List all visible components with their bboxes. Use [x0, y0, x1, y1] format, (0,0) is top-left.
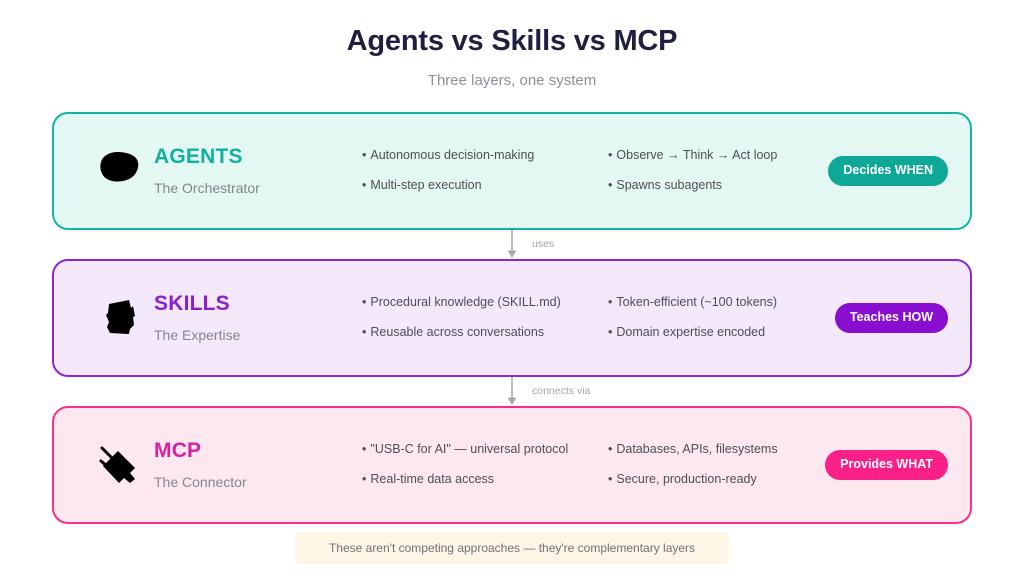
- bullet-item: •Spawns subagents: [608, 177, 818, 194]
- bullet-text: Databases, APIs, filesystems: [616, 442, 778, 457]
- status-badge-mcp[interactable]: Provides WHAT: [825, 449, 948, 480]
- bullet-item: •Multi-step execution: [362, 177, 594, 194]
- bullet-item: •Domain expertise encoded: [608, 324, 818, 341]
- bullet-text: Reusable across conversations: [370, 325, 545, 340]
- bullet-text: Multi-step execution: [370, 178, 482, 193]
- connector-label-connects-via: connects via: [532, 385, 591, 398]
- layer-bullets-agents: •Autonomous decision-making •Multi-step …: [362, 147, 828, 194]
- layer-card-skills[interactable]: SKILLS The Expertise •Procedural knowled…: [52, 258, 972, 377]
- layer-name-mcp: MCP: [154, 439, 202, 463]
- bullet-column-left-mcp: •"USB-C for AI" — universal protocol •Re…: [362, 441, 594, 488]
- layer-name-agents: AGENTS: [154, 145, 243, 169]
- bullet-text: "USB-C for AI" — universal protocol: [370, 442, 569, 457]
- bullet-dot-icon: •: [362, 178, 367, 193]
- bullet-dot-icon: •: [362, 442, 367, 457]
- brain-icon: [94, 145, 146, 197]
- layer-titles-mcp: MCP The Connector: [154, 438, 247, 491]
- bullet-dot-icon: •: [608, 442, 613, 457]
- bullet-text: Domain expertise encoded: [616, 325, 766, 340]
- page-subtitle: Three layers, one system: [427, 71, 597, 89]
- bullet-column-left-skills: •Procedural knowledge (SKILL.md) •Reusab…: [362, 294, 594, 341]
- bullet-text: Secure, production-ready: [616, 472, 757, 487]
- bullet-text: Real-time data access: [370, 472, 495, 487]
- layer-role-skills: The Expertise: [154, 326, 241, 343]
- status-badge-skills[interactable]: Teaches HOW: [834, 302, 948, 333]
- bullet-column-left-agents: •Autonomous decision-making •Multi-step …: [362, 147, 594, 194]
- books-icon: [94, 292, 146, 344]
- bullet-item: •Token-efficient (~100 tokens): [608, 294, 818, 311]
- bullet-item: •Reusable across conversations: [362, 324, 594, 341]
- connector-label-uses: uses: [532, 238, 555, 251]
- bullet-dot-icon: •: [608, 325, 613, 340]
- layer-titles-agents: AGENTS The Orchestrator: [154, 144, 260, 197]
- layer-card-mcp[interactable]: MCP The Connector •"USB-C for AI" — univ…: [52, 405, 972, 524]
- layer-identity-mcp: MCP The Connector: [94, 438, 362, 491]
- bullet-dot-icon: •: [362, 148, 367, 163]
- bullet-item: •"USB-C for AI" — universal protocol: [362, 441, 594, 458]
- bullet-text: Observe → Think → Act loop: [616, 148, 778, 163]
- layer-titles-skills: SKILLS The Expertise: [154, 291, 240, 344]
- bullet-text: Autonomous decision-making: [370, 148, 535, 163]
- bullet-dot-icon: •: [608, 472, 613, 487]
- layer-identity-skills: SKILLS The Expertise: [94, 291, 362, 344]
- layer-card-agents[interactable]: AGENTS The Orchestrator •Autonomous deci…: [52, 111, 972, 230]
- bullet-item: •Observe → Think → Act loop: [608, 147, 818, 164]
- bullet-item: •Real-time data access: [362, 471, 594, 488]
- bullet-column-right-mcp: •Databases, APIs, filesystems •Secure, p…: [608, 441, 818, 488]
- bullet-text: Procedural knowledge (SKILL.md): [370, 295, 561, 310]
- bullet-dot-icon: •: [362, 472, 367, 487]
- footer-note: These aren't competing approaches — they…: [294, 532, 730, 564]
- bullet-item: •Secure, production-ready: [608, 471, 818, 488]
- bullet-column-right-skills: •Token-efficient (~100 tokens) •Domain e…: [608, 294, 818, 341]
- plug-icon: [94, 439, 146, 491]
- bullet-column-right-agents: •Observe → Think → Act loop •Spawns suba…: [608, 147, 818, 194]
- page-title: Agents vs Skills vs MCP: [346, 25, 678, 57]
- bullet-dot-icon: •: [362, 325, 367, 340]
- layer-bullets-mcp: •"USB-C for AI" — universal protocol •Re…: [362, 441, 825, 488]
- layer-name-skills: SKILLS: [154, 292, 230, 316]
- bullet-text: Token-efficient (~100 tokens): [616, 295, 778, 310]
- status-badge-agents[interactable]: Decides WHEN: [828, 155, 948, 186]
- layer-stack: AGENTS The Orchestrator •Autonomous deci…: [52, 111, 972, 524]
- connector-agents-to-skills: uses: [52, 229, 972, 259]
- bullet-item: •Databases, APIs, filesystems: [608, 441, 818, 458]
- bullet-dot-icon: •: [608, 295, 613, 310]
- arrow-down-icon: [505, 229, 519, 264]
- page-header: Agents vs Skills vs MCP Three layers, on…: [0, 0, 1024, 90]
- bullet-text: Spawns subagents: [616, 178, 723, 193]
- layer-identity-agents: AGENTS The Orchestrator: [94, 144, 362, 197]
- layer-bullets-skills: •Procedural knowledge (SKILL.md) •Reusab…: [362, 294, 835, 341]
- arrow-down-icon: [505, 376, 519, 411]
- bullet-dot-icon: •: [362, 295, 367, 310]
- footer: These aren't competing approaches — they…: [0, 532, 1024, 564]
- bullet-dot-icon: •: [608, 178, 613, 193]
- layer-role-mcp: The Connector: [154, 473, 247, 490]
- connector-skills-to-mcp: connects via: [52, 376, 972, 406]
- bullet-item: •Procedural knowledge (SKILL.md): [362, 294, 594, 311]
- layer-role-agents: The Orchestrator: [154, 179, 260, 196]
- bullet-item: •Autonomous decision-making: [362, 147, 594, 164]
- bullet-dot-icon: •: [608, 148, 613, 163]
